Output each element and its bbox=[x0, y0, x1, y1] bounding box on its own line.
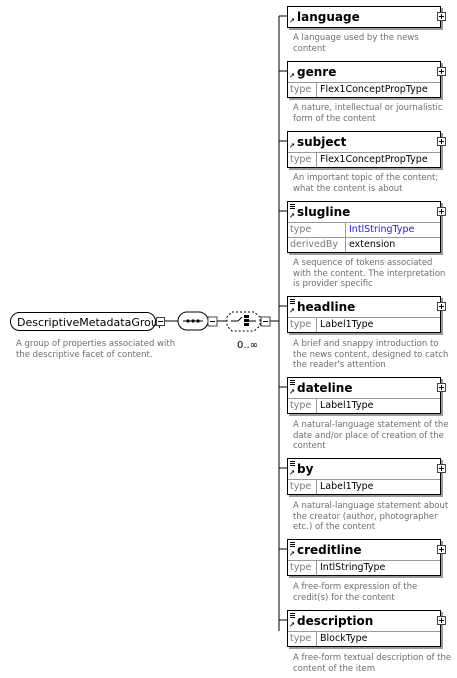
root-group-box[interactable]: DescriptiveMetadataGroup bbox=[10, 312, 165, 331]
reference-arrow-icon: ↗ bbox=[289, 388, 295, 396]
expand-dateline-toggle[interactable] bbox=[437, 383, 446, 392]
choice-cardinality: 0..∞ bbox=[237, 340, 259, 351]
reference-arrow-icon: ↗ bbox=[289, 212, 295, 220]
reference-arrow-icon: ↗ bbox=[289, 621, 295, 629]
expand-description-toggle[interactable] bbox=[437, 616, 446, 625]
expand-genre-toggle[interactable] bbox=[437, 67, 446, 76]
expand-creditline-toggle[interactable] bbox=[437, 545, 446, 554]
element-subject-doc: An important topic of the content;what t… bbox=[293, 173, 439, 194]
reference-arrow-icon: ↗ bbox=[289, 17, 295, 25]
choice-compositor bbox=[226, 311, 261, 332]
expand-slugline-toggle[interactable] bbox=[437, 207, 446, 216]
expand-subject-toggle[interactable] bbox=[437, 137, 446, 146]
expand-headline-toggle[interactable] bbox=[437, 302, 446, 311]
root-group-doc: A group of properties associated with th… bbox=[16, 339, 176, 360]
reference-arrow-icon: ↗ bbox=[289, 550, 295, 558]
reference-arrow-icon: ↗ bbox=[289, 72, 295, 80]
root-group-name: DescriptiveMetadataGroup bbox=[17, 316, 165, 329]
expand-by-toggle[interactable] bbox=[437, 464, 446, 473]
reference-arrow-icon: ↗ bbox=[289, 469, 295, 477]
root-collapse-toggle[interactable] bbox=[156, 317, 165, 326]
expand-language-toggle[interactable] bbox=[437, 12, 446, 21]
reference-arrow-icon: ↗ bbox=[289, 307, 295, 315]
reference-arrow-icon: ↗ bbox=[289, 142, 295, 150]
element-language[interactable]: ↗language bbox=[287, 6, 446, 28]
